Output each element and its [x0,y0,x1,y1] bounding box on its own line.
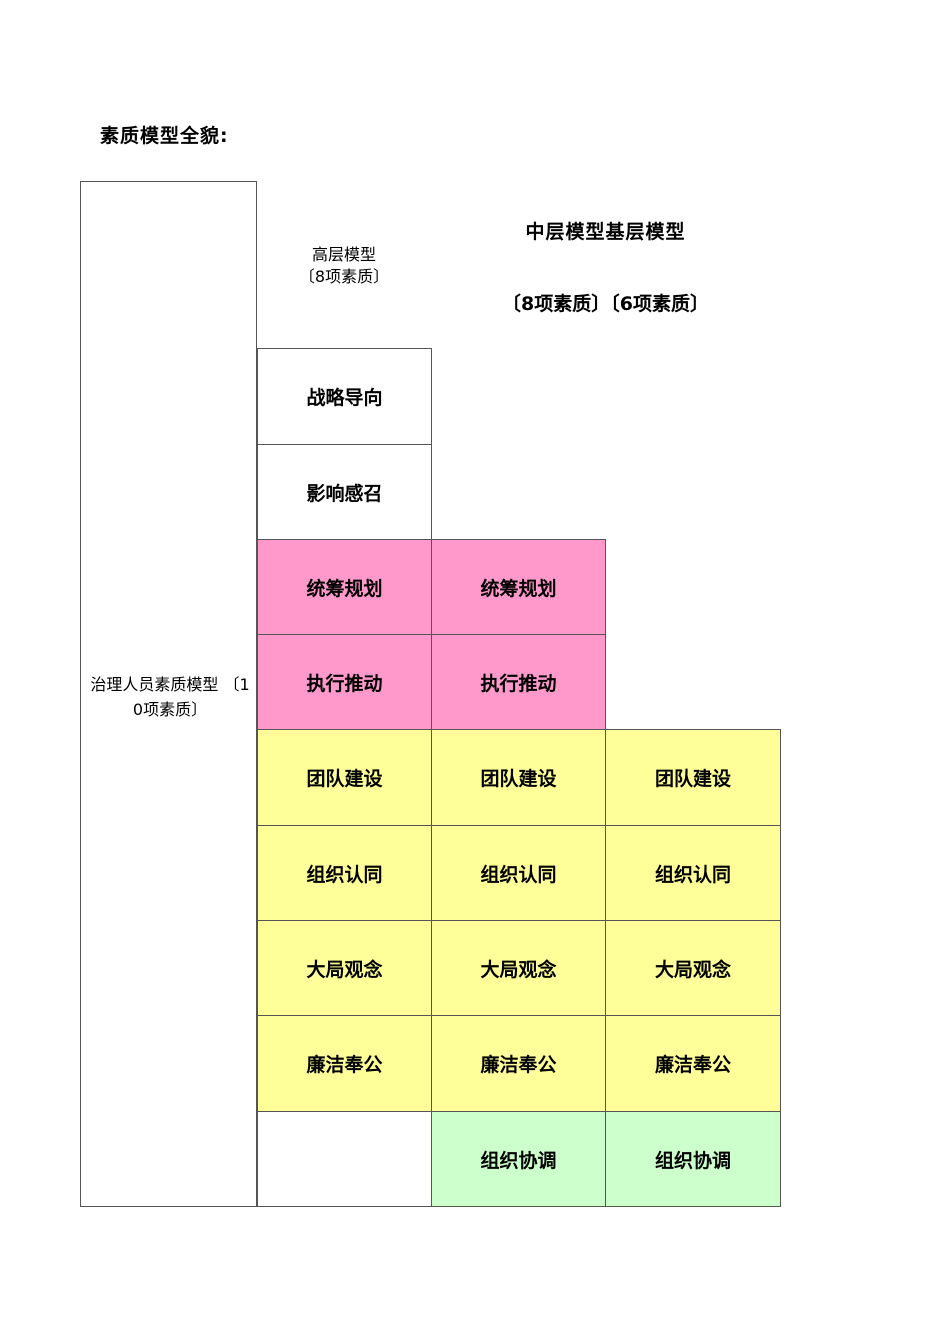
high-cell-overall-planning: 统筹规划 [257,539,432,635]
page-title: 素质模型全貌: [100,125,229,147]
high-level-model-count: 〔8项素质〕 [298,267,390,286]
high-cell-strategic-orientation: 战略导向 [257,348,432,445]
all-staff-model-label: 治理人员素质模型 〔1 0项素质〕 [84,672,256,722]
high-cell-empty [257,1111,432,1207]
all-staff-model-label-line1: 治理人员素质模型 〔1 [90,675,250,694]
high-cell-execution: 执行推动 [257,634,432,730]
high-cell-integrity: 廉洁奉公 [257,1015,432,1112]
mid-base-model-header: 中层模型基层模型 〔8项素质〕〔6项素质〕 [431,217,780,316]
mid-cell-team-building: 团队建设 [431,729,606,826]
high-cell-influence: 影响感召 [257,444,432,540]
high-cell-big-picture: 大局观念 [257,920,432,1016]
mid-cell-integrity: 廉洁奉公 [431,1015,606,1112]
high-cell-team-building: 团队建设 [257,729,432,826]
all-staff-model-column [80,181,257,1207]
mid-cell-execution: 执行推动 [431,634,606,730]
all-staff-model-label-line2: 0项素质〕 [132,700,208,719]
base-cell-organizational-identity: 组织认同 [605,825,781,921]
base-cell-coordination: 组织协调 [605,1111,781,1207]
mid-cell-coordination: 组织协调 [431,1111,606,1207]
mid-base-model-title: 中层模型基层模型 [525,221,686,243]
base-cell-big-picture: 大局观念 [605,920,781,1016]
mid-cell-overall-planning: 统筹规划 [431,539,606,635]
high-level-model-title: 高层模型 [311,245,376,264]
high-level-model-header: 高层模型 〔8项素质〕 [257,244,431,288]
mid-base-model-counts: 〔8项素质〕〔6项素质〕 [502,293,709,315]
base-cell-integrity: 廉洁奉公 [605,1015,781,1112]
mid-cell-big-picture: 大局观念 [431,920,606,1016]
base-cell-team-building: 团队建设 [605,729,781,826]
high-cell-organizational-identity: 组织认同 [257,825,432,921]
mid-cell-organizational-identity: 组织认同 [431,825,606,921]
